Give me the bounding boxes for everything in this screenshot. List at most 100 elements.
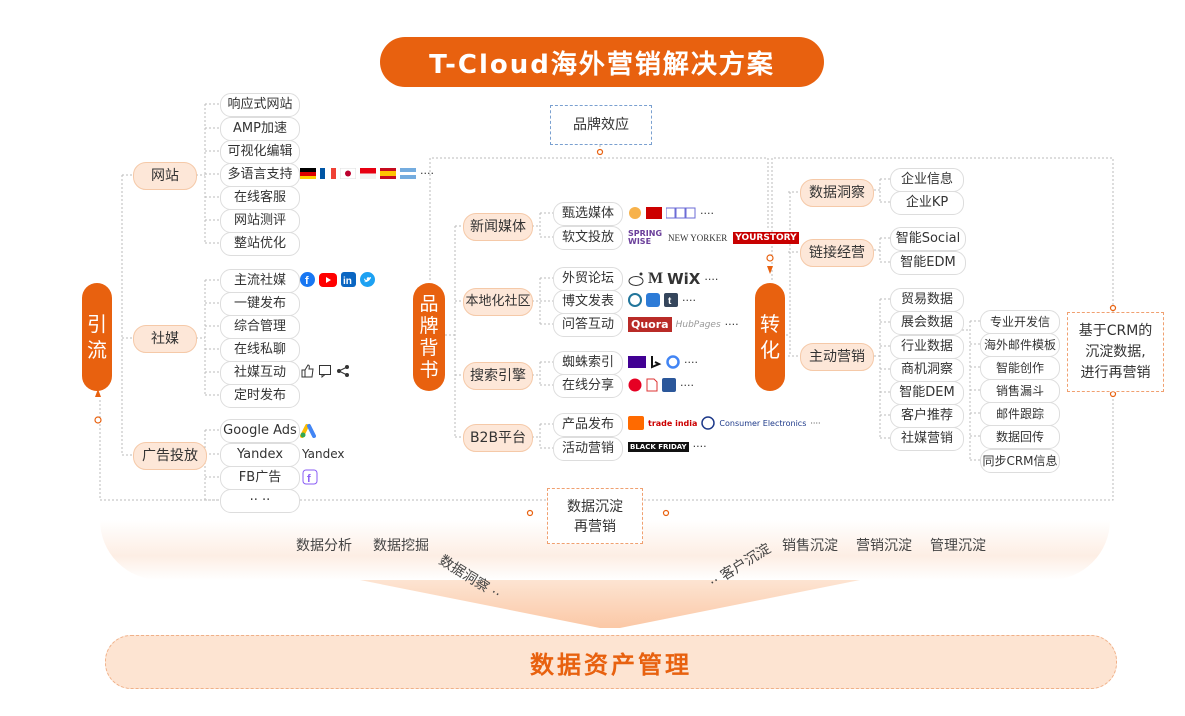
quora-logo: Quora bbox=[628, 317, 672, 332]
black-friday-logo: BLACK FRIDAY bbox=[628, 441, 689, 452]
data-sink-line: 数据沉淀 bbox=[567, 499, 623, 515]
social-item: 综合管理 bbox=[220, 315, 300, 339]
local-item: 问答互动 bbox=[553, 313, 623, 337]
website-item: 网站测评 bbox=[220, 209, 300, 233]
data-asset-management-bar: 数据资产管理 bbox=[105, 635, 1117, 689]
band-label: 销售沉淀 bbox=[782, 538, 838, 554]
conversion-char: 转 bbox=[760, 312, 780, 336]
more-dots: ···· bbox=[704, 272, 719, 286]
japan-flag-icon bbox=[340, 168, 356, 179]
edm-item: 专业开发信 bbox=[980, 310, 1060, 334]
edm-item: 海外邮件模板 bbox=[980, 333, 1060, 357]
conversion-char: 化 bbox=[760, 338, 780, 362]
category-website: 网站 bbox=[133, 162, 197, 190]
sun-logo-icon bbox=[629, 207, 641, 219]
crm-note-line: 进行再营销 bbox=[1080, 365, 1151, 381]
data-sink-box: 数据沉淀 再营销 bbox=[547, 488, 643, 544]
youtube-icon bbox=[319, 272, 337, 287]
conversion-node: 转 化 bbox=[755, 283, 785, 391]
brand-char: 背 bbox=[419, 337, 439, 359]
crm-note-line: 沉淀数据, bbox=[1085, 344, 1146, 360]
share-logos: ···· bbox=[628, 378, 694, 392]
social-item: 社媒互动 bbox=[220, 361, 300, 385]
data-sink-line: 再营销 bbox=[574, 519, 616, 535]
b2b-item: 产品发布 bbox=[553, 413, 623, 437]
traffic-char-2: 流 bbox=[87, 338, 107, 362]
word-icon bbox=[662, 378, 676, 392]
bbc-logo-icon bbox=[666, 207, 696, 219]
website-item: AMP加速 bbox=[220, 117, 300, 141]
facebook-icon: f bbox=[300, 272, 315, 287]
wordpress-icon bbox=[628, 293, 642, 307]
ads-item: Google Ads bbox=[220, 419, 300, 443]
flag-icons: ···· bbox=[300, 167, 434, 180]
more-dots: ···· bbox=[682, 293, 696, 307]
brand-endorse-node: 品 牌 背 书 bbox=[413, 283, 445, 391]
springwise-text: SPRING bbox=[628, 229, 663, 238]
more-dots: ···· bbox=[684, 355, 698, 369]
active-item: 智能DEM bbox=[890, 381, 964, 405]
social-item: 在线私聊 bbox=[220, 338, 300, 362]
category-link-ops: 链接经营 bbox=[800, 239, 874, 267]
more-dots: ···· bbox=[810, 418, 821, 428]
yourstory-logo: YOURSTORY bbox=[733, 232, 799, 244]
more-dots: ···· bbox=[692, 440, 707, 453]
twitter-icon bbox=[360, 272, 375, 287]
wix-logo: WiX bbox=[667, 270, 701, 288]
social-item: 定时发布 bbox=[220, 384, 300, 408]
svg-text:t: t bbox=[668, 296, 672, 307]
insight-item: 企业信息 bbox=[890, 168, 964, 192]
band-label: 营销沉淀 bbox=[856, 538, 912, 554]
traffic-node: 引 流 bbox=[82, 283, 112, 391]
cnn-logo-icon bbox=[646, 207, 662, 219]
band-label: 数据分析 bbox=[296, 538, 352, 554]
comment-icon bbox=[319, 365, 331, 378]
facebook-square-icon: f bbox=[302, 469, 318, 485]
b2b-logos: trade india Consumer Electronics ···· bbox=[628, 416, 821, 430]
spain-flag-icon bbox=[380, 168, 396, 179]
pdf-icon bbox=[646, 378, 658, 392]
argentina-flag-icon bbox=[400, 168, 416, 179]
news-item: 软文投放 bbox=[553, 226, 623, 250]
ads-item: Yandex bbox=[220, 443, 300, 467]
category-news-media: 新闻媒体 bbox=[463, 213, 533, 241]
category-b2b: B2B平台 bbox=[463, 424, 533, 452]
website-item: 可视化编辑 bbox=[220, 140, 300, 164]
website-item: 在线客服 bbox=[220, 186, 300, 210]
active-item: 商机洞察 bbox=[890, 358, 964, 382]
interaction-icons bbox=[300, 364, 350, 378]
alibaba-icon bbox=[628, 416, 644, 430]
event-logos: BLACK FRIDAY ···· bbox=[628, 440, 707, 453]
linkops-item: 智能Social bbox=[890, 227, 966, 251]
svg-text:in: in bbox=[343, 276, 352, 287]
like-icon bbox=[301, 364, 314, 378]
search-item: 在线分享 bbox=[553, 374, 623, 398]
band-label: 数据挖掘 bbox=[373, 538, 429, 554]
active-item: 展会数据 bbox=[890, 311, 964, 335]
brand-char: 品 bbox=[419, 293, 439, 315]
social-item: 主流社媒 bbox=[220, 269, 300, 293]
more-dots: ···· bbox=[700, 206, 714, 220]
social-item: 一键发布 bbox=[220, 292, 300, 316]
google-icon bbox=[666, 355, 680, 369]
category-social: 社媒 bbox=[133, 325, 197, 353]
active-item: 客户推荐 bbox=[890, 404, 964, 428]
consumer-electronics-logo: Consumer Electronics bbox=[719, 418, 807, 428]
local-item: 外贸论坛 bbox=[553, 267, 623, 291]
hubpages-logo: HubPages bbox=[675, 319, 721, 330]
social-logos: f in bbox=[300, 272, 375, 287]
medium-logo: M bbox=[648, 270, 664, 287]
pinterest-icon bbox=[628, 378, 642, 392]
linkedin-icon: in bbox=[341, 272, 356, 287]
edm-item: 数据回传 bbox=[980, 425, 1060, 449]
ads-item: ·· ·· bbox=[220, 489, 300, 513]
svg-text:f: f bbox=[305, 275, 309, 287]
page-title: T-Cloud海外营销解决方案 bbox=[380, 37, 824, 87]
band-label: 管理沉淀 bbox=[930, 538, 986, 554]
brand-effect-box: 品牌效应 bbox=[550, 105, 652, 145]
bing-icon bbox=[651, 356, 662, 369]
local-item: 博文发表 bbox=[553, 290, 623, 314]
active-item: 行业数据 bbox=[890, 335, 964, 359]
